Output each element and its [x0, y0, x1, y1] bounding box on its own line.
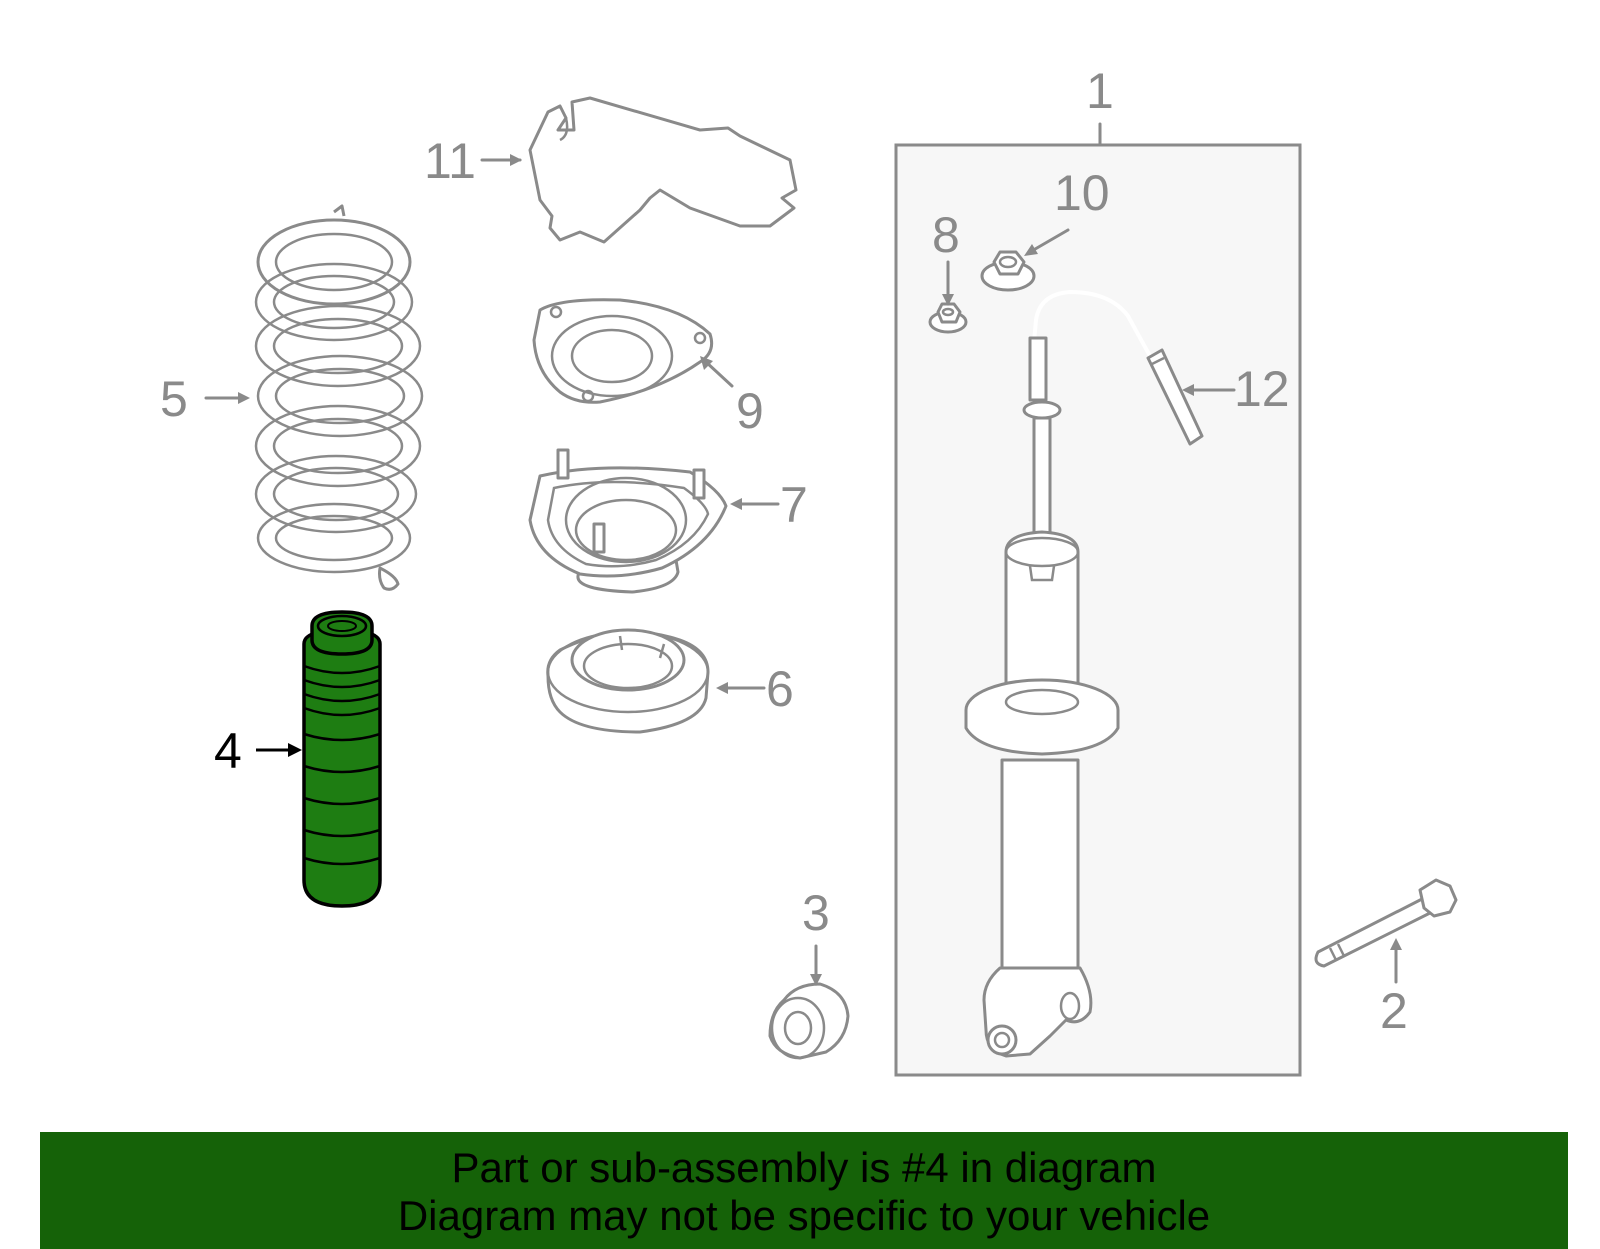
callout-1: 1	[1086, 63, 1114, 119]
part-8-nut[interactable]	[928, 302, 968, 334]
callout-9: 9	[736, 383, 764, 439]
callout-8: 8	[932, 207, 960, 263]
part-9-upper-mount[interactable]	[532, 298, 714, 404]
part-4-dust-boot[interactable]	[302, 610, 382, 908]
part-2-bolt[interactable]	[1314, 878, 1458, 968]
part-1-shock-absorber[interactable]	[964, 336, 1120, 1058]
callout-3: 3	[802, 885, 830, 941]
callout-4: 4	[214, 723, 242, 779]
part-7-strut-mount[interactable]	[528, 448, 728, 594]
info-banner: Part or sub-assembly is #4 in diagram Di…	[40, 1132, 1568, 1249]
shock-assembly-frame	[894, 122, 1302, 1077]
banner-line-2: Diagram may not be specific to your vehi…	[397, 1192, 1211, 1239]
callout-6: 6	[766, 661, 794, 717]
leader-arrows	[204, 154, 1402, 986]
callout-12: 12	[1234, 361, 1290, 417]
part-5-coil-spring[interactable]	[254, 204, 424, 591]
callout-11: 11	[424, 133, 476, 189]
part-6-spring-seat[interactable]	[546, 628, 710, 734]
callout-7: 7	[780, 477, 808, 533]
banner-line-1: Part or sub-assembly is #4 in diagram	[451, 1144, 1157, 1191]
part-11-bracket[interactable]	[528, 96, 798, 244]
part-10-flange-nut[interactable]	[980, 250, 1036, 292]
callout-10: 10	[1054, 165, 1110, 221]
callout-5: 5	[160, 371, 188, 427]
part-3-bushing[interactable]	[768, 982, 850, 1060]
callout-2: 2	[1380, 983, 1408, 1039]
part-12-sensor-wire[interactable]	[1032, 289, 1204, 446]
